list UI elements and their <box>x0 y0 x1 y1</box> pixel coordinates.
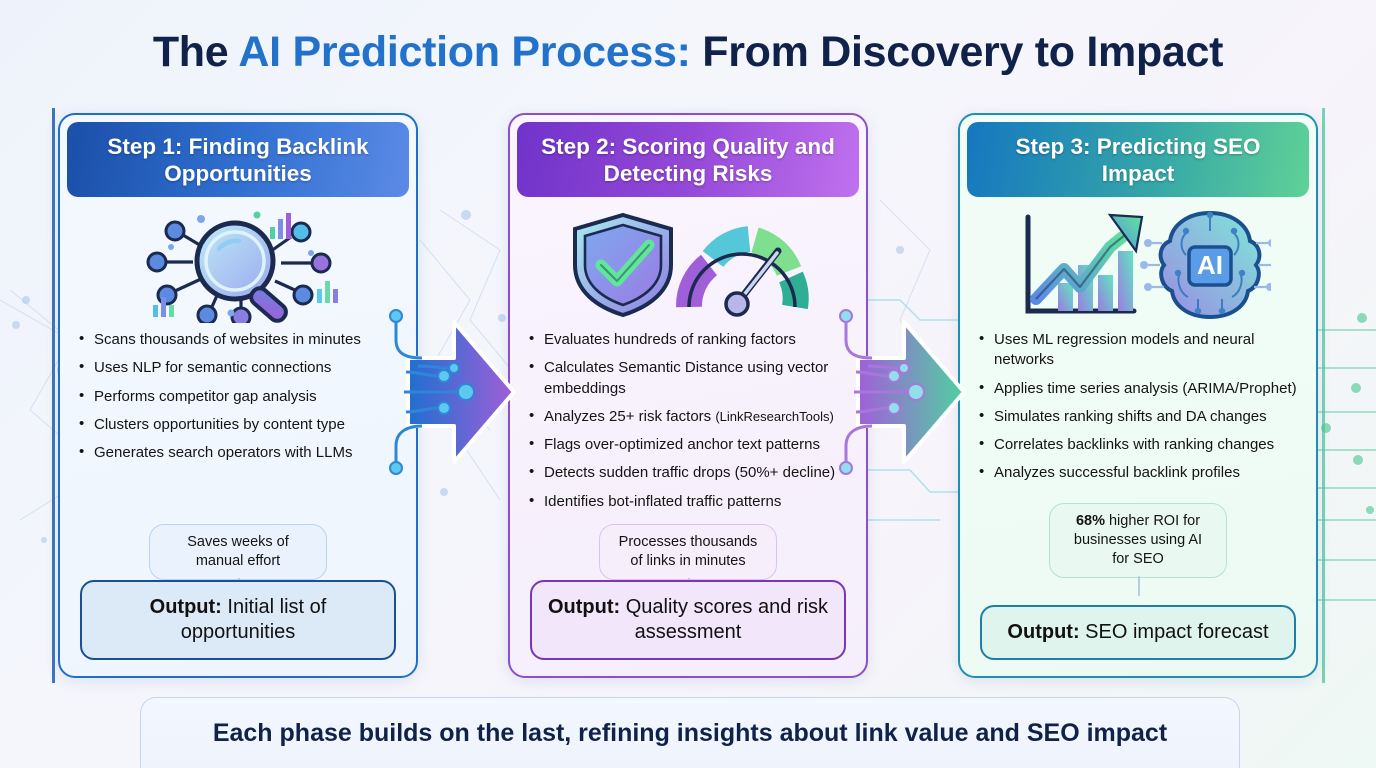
bullet-item: Analyzes successful backlink profiles <box>979 462 1299 483</box>
step-card-1-bullets: Scans thousands of websites in minutes U… <box>60 324 416 463</box>
step-card-2-badge: Processes thousands of links in minutes <box>599 524 777 580</box>
magnifier-network-icon <box>60 204 416 324</box>
bullet-item: Analyzes 25+ risk factors (LinkResearchT… <box>529 406 849 427</box>
output-value: Initial list of opportunities <box>180 596 327 643</box>
step-card-2-output: Output: Quality scores and risk assessme… <box>530 580 846 660</box>
bullet-item: Scans thousands of websites in minutes <box>79 329 399 350</box>
arrow-step2-to-step3 <box>838 300 968 485</box>
bullet-item: Uses NLP for semantic connections <box>79 357 399 378</box>
step-card-1-badge: Saves weeks of manual effort <box>149 524 327 580</box>
title-part1: The <box>152 28 239 76</box>
shield-gauge-icon <box>510 204 866 324</box>
step-card-2-heading: Step 2: Scoring Quality and Detecting Ri… <box>517 122 859 197</box>
step-card-1-heading: Step 1: Finding Backlink Opportunities <box>67 122 409 197</box>
step-card-1[interactable]: Step 1: Finding Backlink Opportunities <box>58 113 418 678</box>
footer-summary: Each phase builds on the last, refining … <box>140 697 1240 768</box>
bullet-item: Calculates Semantic Distance using vecto… <box>529 357 849 399</box>
badge-text: higher ROI for businesses using AI for S… <box>1073 513 1203 568</box>
step-card-3-badge: 68% higher ROI for businesses using AI f… <box>1049 503 1227 578</box>
bullet-item: Detects sudden traffic drops (50%+ decli… <box>529 462 849 483</box>
step-card-1-output: Output: Initial list of opportunities <box>80 580 396 660</box>
bullet-item: Clusters opportunities by content type <box>79 414 399 435</box>
output-value: SEO impact forecast <box>1079 621 1269 643</box>
output-label: Output: <box>547 596 621 618</box>
badge-highlight: 68% <box>1075 513 1105 530</box>
title-part2: From Discovery to Impact <box>690 28 1224 76</box>
step-card-3-heading: Step 3: Predicting SEO Impact <box>967 122 1309 197</box>
bullet-item: Performs competitor gap analysis <box>79 385 399 407</box>
title-accent: AI Prediction Process: <box>238 28 691 76</box>
growth-chart-ai-brain-icon: AI <box>960 204 1316 324</box>
badge-connector-line <box>1138 576 1140 596</box>
step-card-2-bullets: Evaluates hundreds of ranking factors Ca… <box>510 324 866 512</box>
bullet-item: Correlates backlinks with ranking change… <box>979 434 1299 455</box>
bullet-item: Evaluates hundreds of ranking factors <box>529 329 849 350</box>
bullet-item: Flags over-optimized anchor text pattern… <box>529 434 849 455</box>
output-label: Output: <box>149 596 222 618</box>
page-title: The AI Prediction Process: From Discover… <box>0 28 1376 77</box>
bullet-item: Uses ML regression models and neural net… <box>979 329 1299 371</box>
bullet-item: Generates search operators with LLMs <box>79 442 399 463</box>
output-label: Output: <box>1007 621 1080 643</box>
output-value: Quality scores and risk assessment <box>620 596 829 643</box>
step-card-3-output: Output: SEO impact forecast <box>980 605 1296 660</box>
svg-text:AI: AI <box>1197 250 1223 280</box>
bullet-item: Identifies bot-inflated traffic patterns <box>529 490 849 512</box>
step-card-3-bullets: Uses ML regression models and neural net… <box>960 324 1316 484</box>
arrow-step1-to-step2 <box>388 300 518 485</box>
bullet-item: Applies time series analysis (ARIMA/Prop… <box>979 377 1299 399</box>
step-card-3[interactable]: Step 3: Predicting SEO Impact <box>958 113 1318 678</box>
bullet-source-note: (LinkResearchTools) <box>715 408 834 424</box>
bullet-item: Simulates ranking shifts and DA changes <box>979 406 1299 427</box>
step-card-2[interactable]: Step 2: Scoring Quality and Detecting Ri… <box>508 113 868 678</box>
